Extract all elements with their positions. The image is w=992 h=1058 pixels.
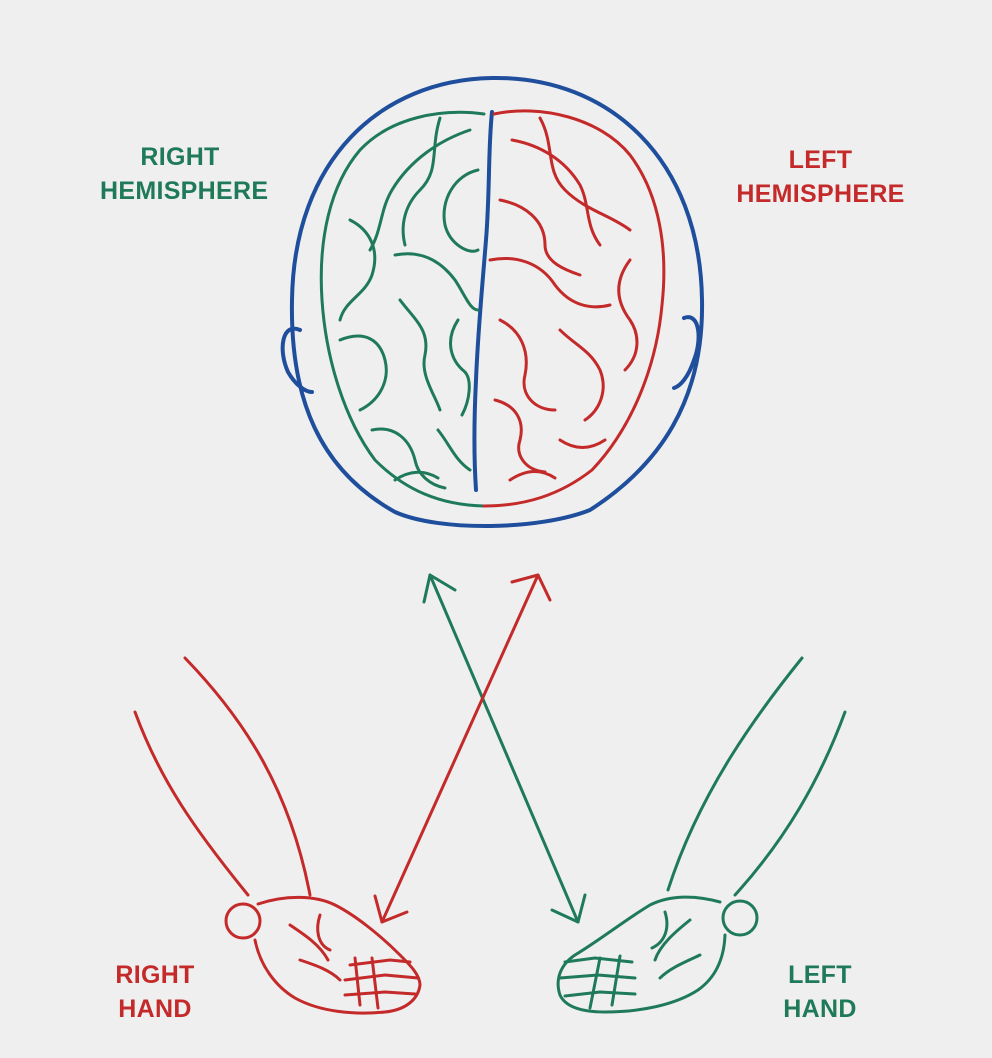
left-hemisphere-label-line2: HEMISPHERE (736, 180, 905, 208)
right-hemisphere-label: RIGHT HEMISPHERE (100, 140, 269, 208)
right-hand (133, 656, 422, 1015)
midline-icon (472, 110, 494, 492)
right-hand-label-line2: HAND (118, 995, 192, 1023)
right-hemisphere-label-line2: HEMISPHERE (100, 177, 269, 205)
right-palm-outline (253, 895, 422, 1015)
left-hemisphere-brain (482, 109, 666, 508)
left-hemisphere-label: LEFT HEMISPHERE (718, 143, 923, 211)
right-forearm-left-edge (133, 710, 250, 897)
green-arrowhead-top-icon (422, 573, 457, 604)
right-hand-label-line1: RIGHT (115, 961, 195, 989)
left-hand (556, 656, 847, 1014)
right-hemisphere-brain (319, 110, 486, 508)
left-thumb-icon (721, 899, 759, 937)
right-forearm-right-edge (183, 656, 312, 897)
crossing-arrows (373, 573, 587, 924)
green-double-arrow (422, 573, 587, 924)
left-hand-label-line2: HAND (783, 995, 857, 1023)
left-ear-icon (280, 326, 314, 394)
left-hemisphere-label-line1: LEFT (788, 146, 853, 174)
left-forearm-right-edge (733, 710, 847, 897)
right-hemisphere-label-line1: RIGHT (140, 143, 220, 171)
head-outline (280, 75, 705, 529)
right-thumb-icon (224, 902, 262, 940)
right-ear-icon (672, 315, 701, 390)
head-outline-icon (289, 75, 705, 529)
red-arrowhead-top-icon (510, 573, 552, 602)
left-hand-label-line1: LEFT (788, 961, 852, 989)
left-hand-label: LEFT HAND (760, 958, 880, 1026)
green-arrowhead-bottom-icon (550, 893, 587, 924)
left-forearm-left-edge (666, 656, 804, 892)
red-arrowhead-bottom-icon (373, 894, 409, 924)
left-palm-outline (556, 895, 727, 1014)
right-hand-label: RIGHT HAND (95, 958, 215, 1026)
red-double-arrow (373, 573, 552, 924)
